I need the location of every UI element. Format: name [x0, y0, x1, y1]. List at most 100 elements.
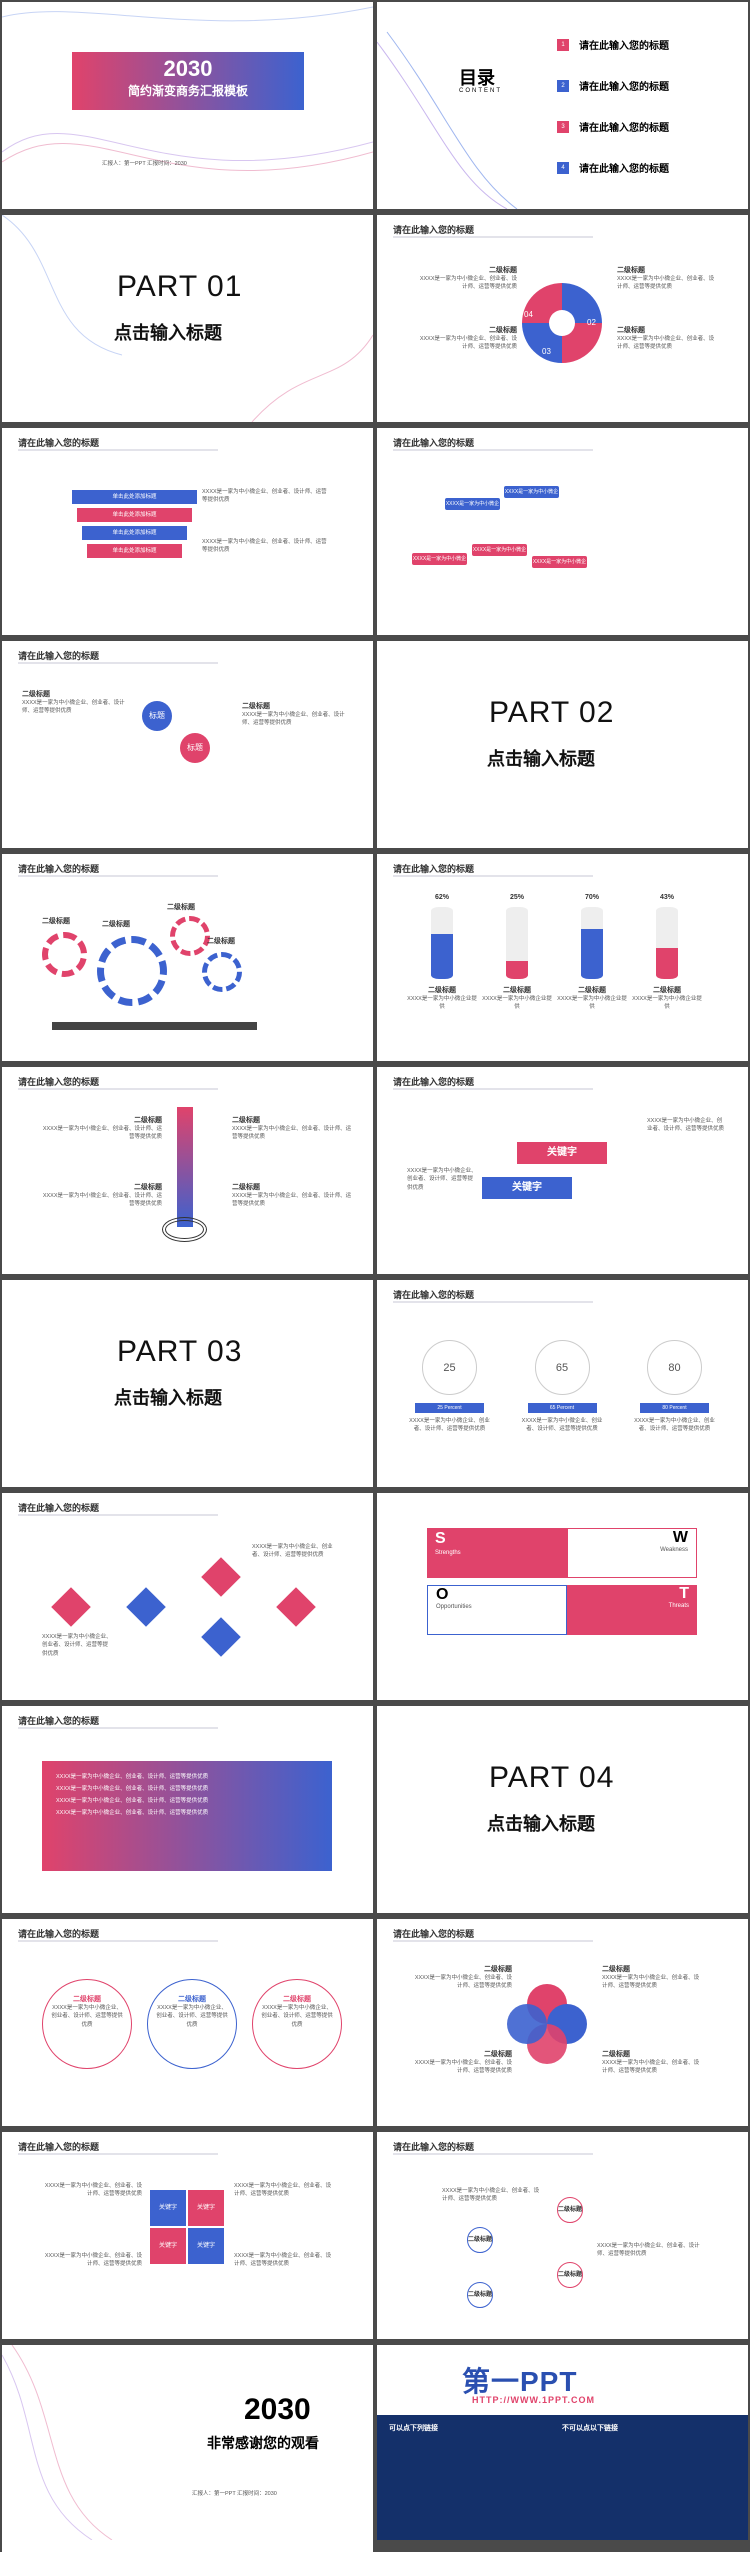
- slide-puzzle[interactable]: 请在此输入您的标题 关键字 关键字 关键字 关键字 XXXX是一家为中小微企业、…: [2, 2132, 373, 2339]
- bubble: 二级标题: [467, 2282, 493, 2308]
- pie-n3: 03: [542, 347, 551, 356]
- body-text: XXXX是一家为中小微企业、创业者、设计师、运营等提供优质: [242, 712, 345, 727]
- title-underline: [18, 1088, 218, 1090]
- slide-part-02[interactable]: PART 02 点击输入标题: [377, 641, 748, 848]
- puzzle-piece: 关键字: [188, 2228, 224, 2264]
- slide-title: 请在此输入您的标题: [18, 1503, 100, 1513]
- sub-heading: 二级标题: [232, 1117, 260, 1124]
- sub-heading: 二级标题: [484, 1966, 512, 1973]
- cycle-node-a: 标题: [142, 701, 172, 731]
- slide-part-04[interactable]: PART 04 点击输入标题: [377, 1706, 748, 1913]
- cylinder-pct: 43%: [659, 894, 674, 901]
- sub-heading: 二级标题: [232, 1184, 260, 1191]
- toc-title: 目录: [459, 68, 495, 88]
- gear-base: [52, 1022, 257, 1030]
- keyword-arrow-blue: 关键字: [482, 1177, 572, 1199]
- slide-title: 请在此输入您的标题: [18, 651, 100, 661]
- cover-meta: 汇报人：第一PPT 汇报时间：2030: [102, 161, 187, 167]
- slide-diamonds[interactable]: 请在此输入您的标题 XXXX是一家为中小微企业、创业者、设计师、运营等提供优质 …: [2, 1493, 373, 1700]
- sub-heading: 二级标题: [484, 2051, 512, 2058]
- gear-label: 二级标题: [42, 918, 70, 925]
- body-text: XXXX是一家为中小微企业、创业者、设计师、运营等提供优质: [634, 1418, 715, 1433]
- slide-thanks[interactable]: 2030 非常感谢您的观看 汇报人：第一PPT 汇报时间：2030: [2, 2345, 373, 2552]
- sub-heading: 二级标题: [134, 1184, 162, 1191]
- funnel-stack: 单击此处添加标题 单击此处添加标题 单击此处添加标题 单击此处添加标题: [72, 490, 197, 562]
- puzzle-text: XXXX是一家为中小微企业、创业者、设计师、运营等提供优质: [234, 2183, 332, 2198]
- percent-circle: 80: [647, 1340, 702, 1395]
- body-text: XXXX是一家为中小微企业、创业者、设计师、运营等提供优质: [617, 276, 715, 291]
- puzzle-text: XXXX是一家为中小微企业、创业者、设计师、运营等提供优质: [234, 2253, 332, 2268]
- slide-part-01[interactable]: PART 01 点击输入标题: [2, 215, 373, 422]
- percent-label: 65 Percent: [527, 1403, 597, 1413]
- part-label: PART 04: [489, 1761, 615, 1794]
- swot-letter: T: [679, 1585, 689, 1602]
- slide-title: 请在此输入您的标题: [393, 438, 475, 448]
- keyword-text: XXXX是一家为中小微企业、创业者、设计师、运营等提供优质: [407, 1168, 477, 1191]
- sub-heading: 二级标题: [503, 987, 531, 994]
- slide-bubbles[interactable]: 请在此输入您的标题 二级标题 二级标题 二级标题 二级标题 XXXX是一家为中小…: [377, 2132, 748, 2339]
- title-underline: [18, 1727, 218, 1729]
- slide-funnel[interactable]: 请在此输入您的标题 单击此处添加标题 单击此处添加标题 单击此处添加标题 单击此…: [2, 428, 373, 635]
- slide-brand[interactable]: 第一PPT HTTP://WWW.1PPT.COM 可以点下列链接 不可以点以下…: [377, 2345, 748, 2540]
- puzzle-piece: 关键字: [188, 2190, 224, 2226]
- swot-label: Weakness: [660, 1547, 688, 1553]
- sub-heading: 二级标题: [22, 691, 50, 698]
- slide-title: 请在此输入您的标题: [393, 1077, 475, 1087]
- timeline-tag: XXXX是一家为中小微企业提供: [532, 556, 587, 577]
- bubble: 二级标题: [557, 2262, 583, 2288]
- title-underline: [393, 1301, 593, 1303]
- slide-gears[interactable]: 请在此输入您的标题 二级标题 二级标题 二级标题 二级标题: [2, 854, 373, 1061]
- body-text: XXXX是一家为中小微企业、创业者、设计师、运营等提供优质: [419, 276, 517, 291]
- cover-subtitle: 简约渐变商务汇报模板: [127, 84, 248, 98]
- body-text: XXXX是一家为中小微企业、创业者、设计师、运营等提供优质: [56, 1798, 209, 1805]
- brand-left: 可以点下列链接: [389, 2425, 438, 2432]
- body-text: XXXX是一家为中小微企业、创业者、设计师、运营等提供优质: [22, 700, 125, 715]
- funnel-bar: 单击此处添加标题: [82, 526, 187, 540]
- cover-year: 2030: [163, 56, 213, 81]
- slide-timeline[interactable]: 请在此输入您的标题 XXXX是一家为中小微企业提供 XXXX是一家为中小微企业提…: [377, 428, 748, 635]
- slide-keywords[interactable]: 请在此输入您的标题 关键字 关键字 XXXX是一家为中小微企业、创业者、设计师、…: [377, 1067, 748, 1274]
- body-text: XXXX是一家为中小微企业、创业者、设计师、运营等提供优质: [414, 1975, 512, 1990]
- sub-heading: 二级标题: [178, 1996, 206, 2003]
- keyword-text: XXXX是一家为中小微企业、创业者、设计师、运营等提供优质: [647, 1118, 725, 1133]
- title-underline: [393, 1940, 593, 1942]
- body-text: XXXX是一家为中小微企业、创业者、设计师、运营等提供优质: [419, 336, 517, 351]
- body-text: XXXX是一家为中小微企业提供: [632, 996, 702, 1011]
- timeline-tag: XXXX是一家为中小微企业提供: [445, 498, 500, 519]
- slide-part-03[interactable]: PART 03 点击输入标题: [2, 1280, 373, 1487]
- body-text: XXXX是一家为中小微企业、创业者、设计师、运营等提供优质: [261, 2005, 333, 2028]
- body-text: XXXX是一家为中小微企业、创业者、设计师、运营等提供优质: [56, 1786, 209, 1793]
- body-text: XXXX是一家为中小微企业、创业者、设计师、运营等提供优质: [521, 1418, 603, 1433]
- body-text: XXXX是一家为中小微企业、创业者、设计师、运营等提供优质: [602, 2060, 700, 2075]
- part-title: 点击输入标题: [487, 1814, 595, 1834]
- slide-textblock[interactable]: 请在此输入您的标题 XXXX是一家为中小微企业、创业者、设计师、运营等提供优质 …: [2, 1706, 373, 1913]
- slide-cover[interactable]: 2030 简约渐变商务汇报模板 汇报人：第一PPT 汇报时间：2030: [2, 2, 373, 209]
- part-label: PART 03: [117, 1335, 243, 1368]
